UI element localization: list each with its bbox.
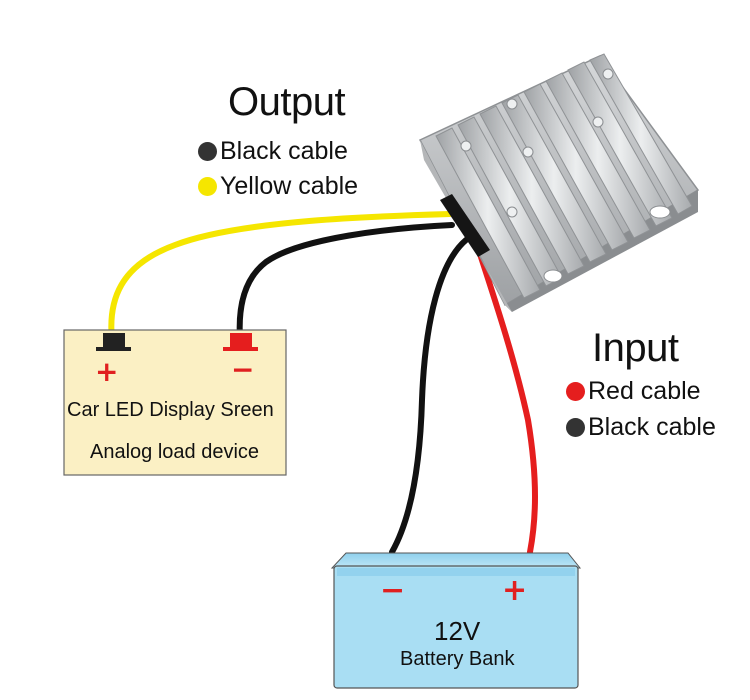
battery-voltage: 12V: [434, 616, 481, 646]
output-legend-black: Black cable: [198, 136, 348, 166]
yellow-wire: [108, 211, 453, 343]
red-input-wire: [475, 245, 538, 555]
battery-positive-sign: +: [502, 573, 528, 608]
yellow-dot-icon: [198, 176, 217, 196]
output-black-cable-label: Black cable: [220, 137, 348, 165]
input-legend-black: Black cable: [566, 412, 716, 442]
load-device-name: Car LED Display Sreen: [67, 399, 274, 421]
black-input-wire: [389, 237, 469, 555]
output-legend-yellow: Yellow cable: [198, 171, 358, 201]
input-red-cable-label: Red cable: [588, 377, 701, 405]
black-dot-icon: [198, 141, 217, 161]
battery-negative-sign: −: [380, 573, 406, 608]
black-output-wire: [236, 222, 455, 341]
wires: [108, 211, 538, 555]
battery-name: Battery Bank: [400, 648, 515, 670]
input-black-cable-label: Black cable: [588, 413, 716, 441]
red-terminal-icon: [223, 333, 258, 351]
red-dot-icon: [566, 381, 585, 401]
dc-converter-heatsink-icon: [418, 53, 700, 312]
load-device-subtitle: Analog load device: [90, 441, 260, 463]
black-terminal-icon: [96, 333, 131, 351]
input-legend-red: Red cable: [566, 376, 701, 406]
output-yellow-cable-label: Yellow cable: [220, 172, 359, 200]
battery-bank-icon: [330, 552, 582, 689]
black-dot-icon: [566, 417, 585, 437]
output-heading: Output: [228, 80, 346, 124]
load-positive-sign: +: [95, 355, 119, 388]
load-device-box: [63, 329, 287, 476]
load-negative-sign: −: [231, 353, 255, 386]
input-heading: Input: [592, 326, 679, 370]
